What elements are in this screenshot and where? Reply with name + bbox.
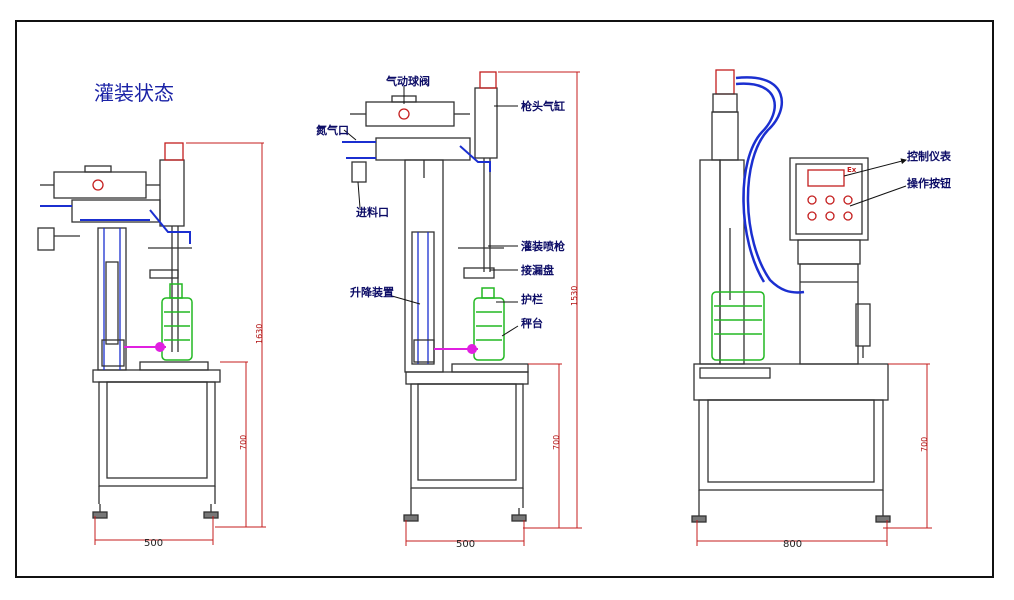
label-filling-gun: 灌装喷枪 (521, 239, 565, 253)
view1-table-height-dim: 700 (239, 435, 248, 450)
view3-foot-left (691, 515, 707, 523)
label-lifting-device: 升降装置 (350, 285, 394, 299)
view1-pipes (40, 205, 191, 244)
view2-table-height-dim: 700 (552, 435, 561, 450)
view3-foot-right (875, 515, 891, 523)
drawing-border (15, 20, 994, 578)
label-valve: 气动球阀 (385, 74, 430, 88)
label-head-cylinder: 枪头气缸 (521, 99, 565, 113)
view1-dimensions (94, 142, 266, 545)
view3-cylinder (715, 69, 735, 95)
label-operation-buttons: 操作按钮 (907, 176, 951, 190)
view-2-filling-machine (350, 71, 529, 522)
label-control-meter: 控制仪表 (907, 149, 952, 163)
view2-valve (365, 101, 455, 127)
view1-cylinder (164, 142, 184, 161)
label-nitrogen-inlet: 氮气口 (316, 123, 349, 137)
view3-table-top (693, 363, 889, 401)
view3-button-1 (807, 195, 817, 205)
view-1-filling-machine (37, 142, 221, 519)
view3-button-2 (825, 195, 835, 205)
view1-total-height-dim: 1630 (255, 324, 264, 344)
view1-table-top (92, 369, 221, 383)
view3-button-5 (825, 211, 835, 221)
drawing-title: 灌装状态 (94, 81, 174, 105)
view3-button-4 (807, 211, 817, 221)
ex-mark: Ex (847, 166, 857, 174)
view2-width-dim: 500 (456, 539, 475, 550)
label-feed-inlet: 进料口 (356, 205, 389, 219)
view1-width-dim: 500 (144, 538, 163, 549)
view3-table-frame (698, 399, 884, 491)
view3-button-6 (843, 211, 853, 221)
view-3-filling-machine (691, 69, 891, 523)
label-guard-rail: 护栏 (521, 292, 543, 306)
view3-dimensions (696, 363, 932, 546)
view1-table-frame (98, 381, 216, 487)
view1-column (97, 227, 127, 371)
view2-clamp (434, 344, 478, 354)
view1-foot-right (203, 511, 219, 519)
view3-table-height-dim: 700 (920, 437, 929, 452)
view3-pipes (735, 76, 805, 294)
view2-table-top (405, 371, 529, 385)
view3-button-3 (843, 195, 853, 205)
view2-total-height-dim: 1530 (570, 286, 579, 306)
view2-table-frame (410, 383, 524, 489)
view2-bottle (473, 287, 505, 361)
view2-cylinder (479, 71, 497, 89)
view2-dimensions (405, 71, 582, 546)
view3-meter (807, 169, 845, 187)
view1-bottle (161, 283, 193, 361)
view3-leaders (843, 158, 907, 207)
label-scale-platform: 秤台 (521, 316, 543, 330)
view2-leaders (343, 86, 519, 337)
view3-width-dim: 800 (783, 539, 802, 550)
view1-valve (53, 171, 147, 199)
view3-bottle (711, 291, 765, 361)
label-drip-tray: 接漏盘 (521, 263, 554, 277)
view1-clamp (124, 342, 166, 352)
view2-pipes (342, 141, 491, 172)
